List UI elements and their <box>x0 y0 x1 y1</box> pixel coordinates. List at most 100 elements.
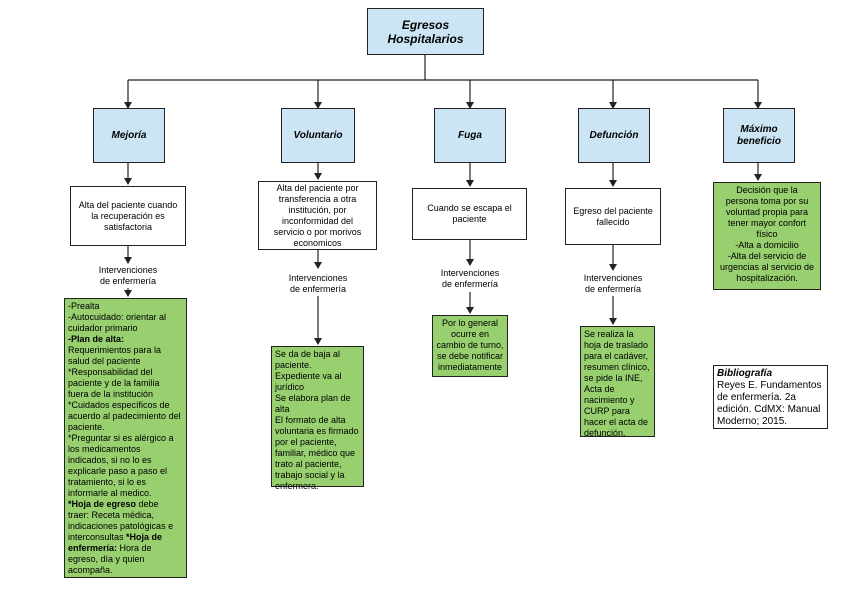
detail-line: defunción. <box>584 428 626 438</box>
detail-line: acuerdo al padecimiento del <box>68 411 181 421</box>
detail-line: Se da de baja al <box>275 349 341 359</box>
description-line: Egreso del paciente <box>573 205 653 216</box>
interventions-label-mejoria: Intervenciones de enfermería <box>93 265 163 287</box>
bibliography-line: de enfermería. 2a <box>717 392 796 403</box>
description-line: economicos <box>293 237 342 248</box>
description-line: Alta del paciente por <box>276 182 359 193</box>
description-mejoria: Alta del paciente cuando la recuperación… <box>70 186 186 246</box>
detail-line: Expediente va al <box>275 371 342 381</box>
detail-line: fuera de la institución <box>68 389 154 399</box>
detail-line: indicados, si no lo es <box>68 455 152 465</box>
description-line: fallecido <box>596 216 630 227</box>
interventions-line: Intervenciones <box>98 265 158 275</box>
detail-segment: *Hoja de egreso <box>68 499 137 509</box>
description-line: paciente <box>452 214 487 224</box>
bibliography-line: Moderno; 2015. <box>717 416 788 427</box>
category-name-line-2: beneficio <box>737 135 781 147</box>
detail-line: hoja de traslado <box>584 340 649 350</box>
detail-line: cuidador primario <box>68 323 138 333</box>
detail-line: Por lo general <box>441 318 499 328</box>
description-line: transferencia a otra <box>278 193 357 204</box>
detail-line: explicarle paso a paso el <box>68 466 168 476</box>
detail-line: egreso, día y quien <box>68 554 145 564</box>
detail-line: paciente. <box>68 422 105 432</box>
detail-line: enfermería: Hora de <box>68 543 183 554</box>
detail-line: *Hoja de egreso debe <box>68 499 183 510</box>
detail-line: voluntaria es firmado <box>275 426 359 436</box>
detail-line: Se elabora plan de <box>275 393 351 403</box>
category-fuga: Fuga <box>434 108 506 163</box>
category-mejoria: Mejoría <box>93 108 165 163</box>
detail-line: acompaña. <box>68 565 113 575</box>
description-line: institución, por <box>288 204 347 215</box>
detail-line: -Prealta <box>68 301 100 311</box>
detail-line: El formato de alta <box>275 415 346 425</box>
description-voluntario: Alta del paciente por transferencia a ot… <box>258 181 377 250</box>
detail-segment: debe <box>136 499 159 509</box>
detail-line: tener mayor confort <box>727 218 807 228</box>
detail-line: trato al paciente, <box>275 459 342 469</box>
title-line-2: Hospitalarios <box>387 31 464 46</box>
detail-line: Decisión que la <box>736 185 798 195</box>
detail-segment: Hora de <box>117 543 152 553</box>
interventions-label-fuga: Intervenciones de enfermería <box>435 268 505 290</box>
detail-line: interconsultas *Hoja de <box>68 532 183 543</box>
detail-line: nacimiento y <box>584 395 635 405</box>
category-name-line-1: Máximo <box>740 123 778 135</box>
category-name: Voluntario <box>293 129 343 141</box>
description-line: inconformidad del <box>281 215 354 226</box>
detail-line: familiar, médico que <box>275 448 356 458</box>
description-line: la recuperación es <box>91 210 165 221</box>
detail-line: trabajo social y la <box>275 470 345 480</box>
category-voluntario: Voluntario <box>281 108 355 163</box>
detail-line: salud del paciente <box>68 356 141 366</box>
interventions-line: de enfermería <box>441 279 499 289</box>
detail-line: inmediatamente <box>437 362 503 372</box>
bibliography-line: Reyes E. Fundamentos <box>717 380 822 391</box>
description-fuga: Cuando se escapa el paciente <box>412 188 527 240</box>
interventions-label-voluntario: Intervenciones de enfermería <box>283 273 353 295</box>
title-line-1: Egresos <box>401 17 450 32</box>
detail-line: hacer el acta de <box>584 417 649 427</box>
interventions-line: Intervenciones <box>583 273 643 283</box>
detail-line: indicaciones patológicas e <box>68 521 174 531</box>
title-box: Egresos Hospitalarios <box>367 8 484 55</box>
detail-line: urgencias al servicio de <box>719 262 815 272</box>
interventions-line: de enfermería <box>99 276 157 286</box>
interventions-line: de enfermería <box>289 284 347 294</box>
detail-line: Acta de <box>584 384 615 394</box>
detail-line: se pide la INE, <box>584 373 643 383</box>
bibliography-line: edición. CdMX: Manual <box>717 404 821 415</box>
detail-segment: *Hoja de <box>126 532 163 542</box>
category-name: Defunción <box>589 129 639 141</box>
interventions-line: Intervenciones <box>440 268 500 278</box>
description-line: satisfactoria <box>103 221 153 232</box>
description-line: servicio o por morivos <box>273 226 362 237</box>
detail-segment: interconsultas <box>68 532 127 542</box>
detail-line: cambio de turno, <box>436 340 504 350</box>
category-maximo-beneficio: Máximo beneficio <box>723 108 795 163</box>
description-line: Cuando se escapa el <box>427 203 512 213</box>
detail-line: -Alta del servicio de <box>727 251 807 261</box>
detail-line: -Autocuidado: orientar al <box>68 312 167 322</box>
detail-line: *Cuidados específicos de <box>68 400 170 410</box>
category-defuncion: Defunción <box>578 108 650 163</box>
detail-line: hospitalización. <box>736 273 798 283</box>
detail-line: ocurre en <box>450 329 490 339</box>
description-defuncion: Egreso del paciente fallecido <box>565 188 661 245</box>
detail-line: persona toma por su <box>725 196 809 206</box>
detail-line: voluntad propia para <box>725 207 809 217</box>
detail-line: traer: Receta médica, <box>68 510 155 520</box>
detail-line: paciente. <box>275 360 312 370</box>
bibliography-box: Bibliografía Reyes E. Fundamentos de enf… <box>713 365 828 429</box>
detail-line: para el cadáver, <box>584 351 649 361</box>
detail-line: *Preguntar si es alérgico a <box>68 433 174 443</box>
detail-line: los medicamentos <box>68 444 141 454</box>
detail-line: Se realiza la <box>584 329 634 339</box>
bibliography-heading: Bibliografía <box>717 368 773 379</box>
